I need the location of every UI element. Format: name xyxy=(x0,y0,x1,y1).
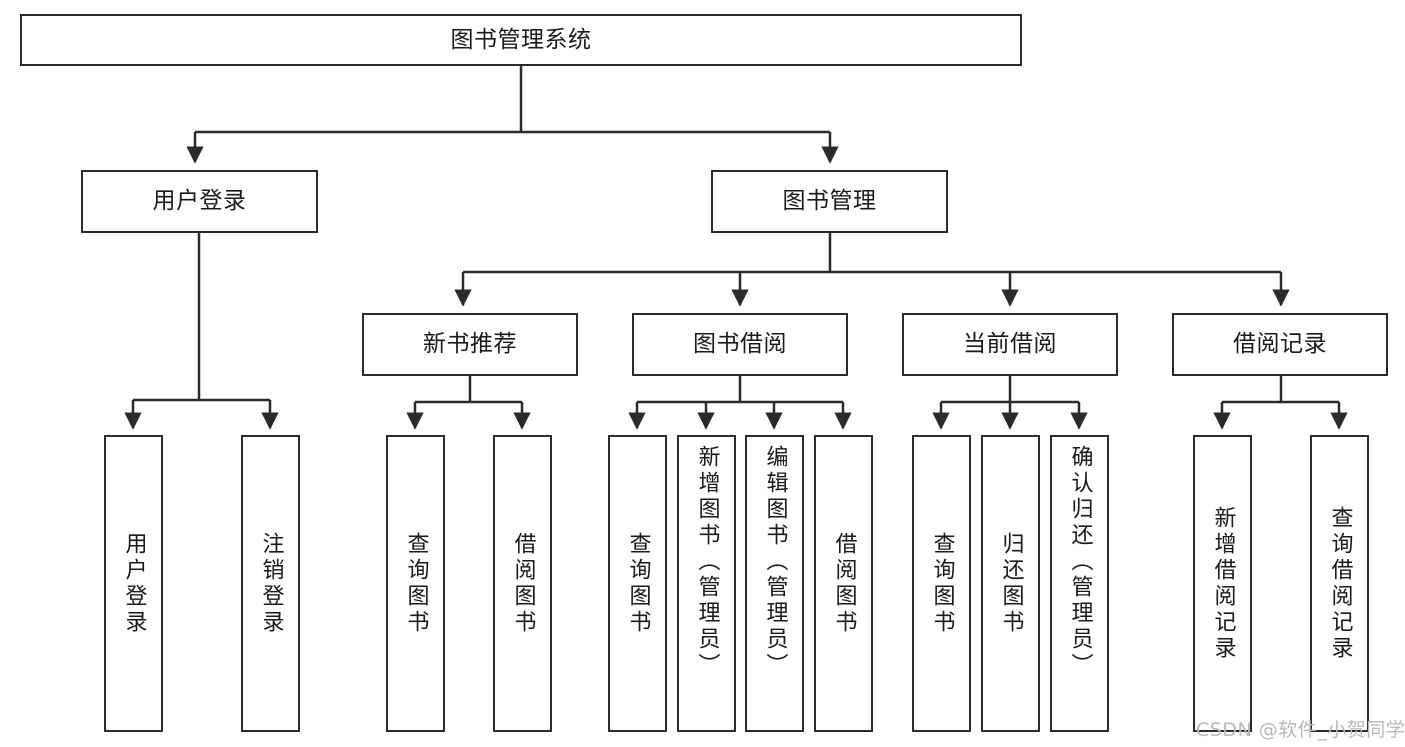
node-label: 编辑图书（管理员） xyxy=(762,445,788,679)
watermark: CSDN @软件_小贺同学 xyxy=(1196,719,1405,741)
leaf-add-borrow-record[interactable]: 新增借阅记录 xyxy=(1193,435,1252,732)
node-label: 借阅图书 xyxy=(831,531,857,636)
node-label: 借阅记录 xyxy=(1233,331,1327,358)
node-label: 新增图书（管理员） xyxy=(694,445,720,679)
node-label: 用户登录 xyxy=(121,531,147,636)
leaf-borrow-book-borrow[interactable]: 借阅图书 xyxy=(814,435,873,732)
leaf-logout-login[interactable]: 注销登录 xyxy=(241,435,300,732)
leaf-query-book-recommend[interactable]: 查询图书 xyxy=(386,435,445,732)
node-new-book-recommend[interactable]: 新书推荐 xyxy=(362,313,578,376)
node-label: 图书借阅 xyxy=(693,331,787,358)
leaf-borrow-book-recommend[interactable]: 借阅图书 xyxy=(493,435,552,732)
node-label: 确认归还（管理员） xyxy=(1067,445,1093,679)
node-borrow-record[interactable]: 借阅记录 xyxy=(1172,313,1388,376)
node-current-borrow[interactable]: 当前借阅 xyxy=(902,313,1118,376)
leaf-query-book-current[interactable]: 查询图书 xyxy=(912,435,971,732)
node-user-login[interactable]: 用户登录 xyxy=(81,170,318,233)
node-label: 借阅图书 xyxy=(510,531,536,636)
node-label: 查询图书 xyxy=(929,531,955,636)
node-label: 图书管理 xyxy=(782,188,877,215)
node-label: 查询图书 xyxy=(625,531,651,636)
leaf-query-book-borrow[interactable]: 查询图书 xyxy=(608,435,667,732)
node-label: 查询借阅记录 xyxy=(1327,505,1353,662)
node-label: 归还图书 xyxy=(998,531,1024,636)
node-label: 新增借阅记录 xyxy=(1210,505,1236,662)
leaf-user-login[interactable]: 用户登录 xyxy=(104,435,163,732)
node-label: 注销登录 xyxy=(258,531,284,636)
node-root-book-management-system[interactable]: 图书管理系统 xyxy=(20,14,1022,66)
node-label: 新书推荐 xyxy=(423,331,517,358)
leaf-return-book[interactable]: 归还图书 xyxy=(981,435,1040,732)
node-label: 用户登录 xyxy=(152,188,247,215)
leaf-query-borrow-record[interactable]: 查询借阅记录 xyxy=(1310,435,1369,732)
node-label: 查询图书 xyxy=(403,531,429,636)
node-book-borrow[interactable]: 图书借阅 xyxy=(632,313,848,376)
node-label: 图书管理系统 xyxy=(450,26,592,53)
node-label: 当前借阅 xyxy=(963,331,1057,358)
leaf-confirm-return-admin[interactable]: 确认归还（管理员） xyxy=(1050,435,1109,732)
leaf-add-book-admin[interactable]: 新增图书（管理员） xyxy=(677,435,736,732)
node-book-management[interactable]: 图书管理 xyxy=(711,170,948,233)
leaf-edit-book-admin[interactable]: 编辑图书（管理员） xyxy=(745,435,804,732)
